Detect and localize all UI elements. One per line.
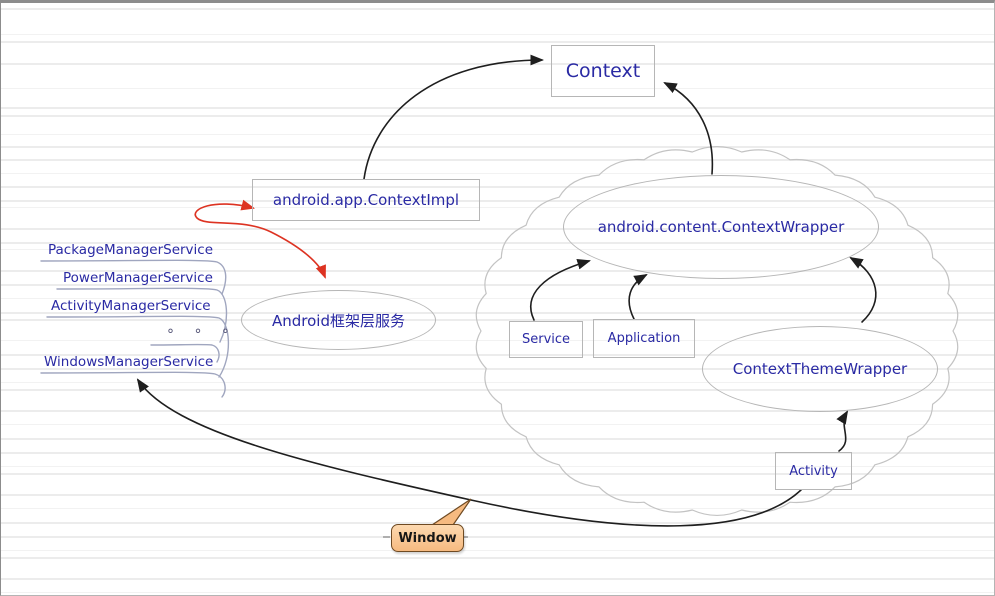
ruled-line [1,107,994,109]
ruled-line [1,340,994,341]
ruled-line [1,592,994,593]
service-list-item[interactable]: ActivityManagerService [51,298,211,314]
ruled-line [1,228,994,230]
node-context-label: Context [565,60,641,82]
service-underline [40,371,226,398]
service-underline [46,315,230,378]
ruled-line [1,410,994,412]
node-context-theme-wrapper-label: ContextThemeWrapper [732,360,908,378]
service-underline [150,343,220,363]
ruled-line [1,354,994,356]
window-callout-tail [430,498,472,526]
ruled-line [1,173,994,174]
ruled-line [1,557,994,559]
ruled-line [1,249,994,250]
ruled-line [1,8,994,10]
ruled-line [1,146,994,148]
ruled-line [1,200,994,202]
ruled-line [1,159,994,161]
ellipsis-dots: ° ° ° [167,327,237,343]
arrow-contextthemewrapper-to-contextwrapper [849,256,877,323]
arrow-activity-to-contextthemewrapper [836,410,849,452]
ruled-line [1,284,994,286]
arrow-service-to-contextwrapper [529,258,591,321]
arrow-contextimpl-to-context [363,54,545,180]
ruled-line [1,508,994,509]
service-list-item[interactable]: PowerManagerService [63,270,213,286]
ruled-line [1,536,994,538]
ruled-line [1,550,994,551]
node-context-theme-wrapper[interactable]: ContextThemeWrapper [702,326,938,412]
arrow-activity-to-windowsmanagerservice [136,378,802,527]
node-context-impl-label: android.app.ContextImpl [272,191,460,209]
window-callout[interactable]: Window [391,524,464,552]
arrow-red-contextimpl-frameworkservices [194,199,326,279]
window-callout-label: Window [398,530,457,546]
ruled-line [1,319,994,321]
ruled-line [1,522,994,524]
ruled-line [1,134,994,135]
service-list-item[interactable]: WindowsManagerService [44,354,214,370]
ruled-line [1,578,994,580]
node-service-label: Service [521,332,571,347]
node-framework-services[interactable]: Android框架层服务 [241,290,436,350]
node-activity[interactable]: Activity [775,452,852,490]
node-application-label: Application [607,331,681,346]
node-context-impl[interactable]: android.app.ContextImpl [252,179,480,221]
ruled-line [1,473,994,475]
ruled-line [1,312,994,314]
service-list-item[interactable]: PackageManagerService [48,242,214,258]
ruled-line [1,41,994,43]
ruled-line [1,438,994,440]
ruled-line [1,466,994,467]
ruled-line [1,186,994,188]
ruled-line [1,452,994,454]
service-underline [40,259,227,295]
node-service[interactable]: Service [509,321,583,358]
ruled-line [1,242,994,244]
ruled-line [1,207,994,208]
arrow-application-to-contextwrapper [628,273,648,320]
ruled-line [1,382,994,383]
ruled-line [1,270,994,272]
node-context-wrapper-label: android.content.ContextWrapper [597,218,845,236]
service-underline [56,287,228,343]
ruled-line [1,298,994,299]
ruled-line [1,494,994,496]
node-context-wrapper[interactable]: android.content.ContextWrapper [563,175,879,279]
ruled-line [1,115,994,117]
ruled-line [1,88,994,89]
ruled-line [1,34,994,35]
diagram-connectors-svg [40,54,959,538]
node-framework-services-label: Android框架层服务 [272,311,405,330]
ruled-line [1,424,994,425]
ruled-line [1,368,994,370]
node-application[interactable]: Application [593,319,695,358]
arrow-contextwrapper-to-context [663,82,714,175]
ruled-line [1,389,994,391]
node-activity-label: Activity [789,463,838,479]
cloud-outline [475,145,959,517]
node-context[interactable]: Context [551,45,655,97]
